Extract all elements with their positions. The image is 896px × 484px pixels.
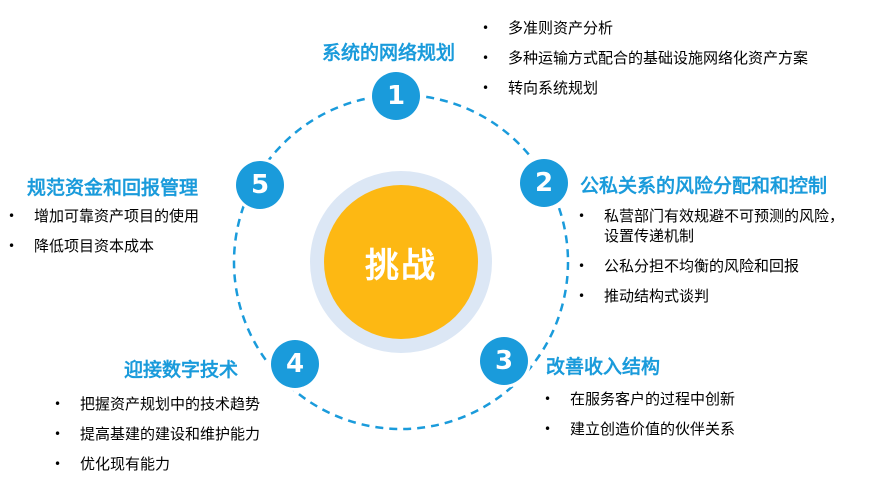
section-1-title: 系统的网络规划 xyxy=(322,42,456,64)
list-item: 转向系统规划 xyxy=(478,78,808,98)
list-item: 降低项目资本成本 xyxy=(4,236,199,256)
node-2: 2 xyxy=(520,159,568,207)
node-5-number: 5 xyxy=(250,170,270,200)
list-item: 私营部门有效规避不可预测的风险， 设置传递机制 xyxy=(574,206,844,246)
section-5-list: 增加可靠资产项目的使用 降低项目资本成本 xyxy=(4,206,199,266)
node-1: 1 xyxy=(372,72,420,120)
node-5: 5 xyxy=(236,161,284,209)
center-circle: 挑战 xyxy=(324,185,478,339)
list-item: 增加可靠资产项目的使用 xyxy=(4,206,199,226)
node-3-number: 3 xyxy=(494,346,514,376)
node-4: 4 xyxy=(271,340,319,388)
section-1-list: 多准则资产分析 多种运输方式配合的基础设施网络化资产方案 转向系统规划 xyxy=(478,18,808,108)
node-4-number: 4 xyxy=(285,349,305,379)
list-item: 多准则资产分析 xyxy=(478,18,808,38)
list-item: 把握资产规划中的技术趋势 xyxy=(50,394,260,414)
section-4-list: 把握资产规划中的技术趋势 提高基建的建设和维护能力 优化现有能力 xyxy=(50,394,260,484)
list-item: 多种运输方式配合的基础设施网络化资产方案 xyxy=(478,48,808,68)
section-2-list: 私营部门有效规避不可预测的风险， 设置传递机制 公私分担不均衡的风险和回报 推动… xyxy=(574,206,844,316)
list-item: 提高基建的建设和维护能力 xyxy=(50,424,260,444)
list-item: 优化现有能力 xyxy=(50,454,260,474)
section-5-title: 规范资金和回报管理 xyxy=(27,177,199,199)
section-3-title: 改善收入结构 xyxy=(546,356,661,378)
list-item: 推动结构式谈判 xyxy=(574,286,844,306)
node-2-number: 2 xyxy=(534,168,554,198)
list-item: 建立创造价值的伙伴关系 xyxy=(540,419,735,439)
section-2-title: 公私关系的风险分配和和控制 xyxy=(580,175,828,197)
section-3-list: 在服务客户的过程中创新 建立创造价值的伙伴关系 xyxy=(540,389,735,449)
node-1-number: 1 xyxy=(386,81,406,111)
section-4-title: 迎接数字技术 xyxy=(124,359,239,381)
center-label: 挑战 xyxy=(365,245,437,286)
list-item: 公私分担不均衡的风险和回报 xyxy=(574,256,844,276)
node-3: 3 xyxy=(480,337,528,385)
list-item: 在服务客户的过程中创新 xyxy=(540,389,735,409)
